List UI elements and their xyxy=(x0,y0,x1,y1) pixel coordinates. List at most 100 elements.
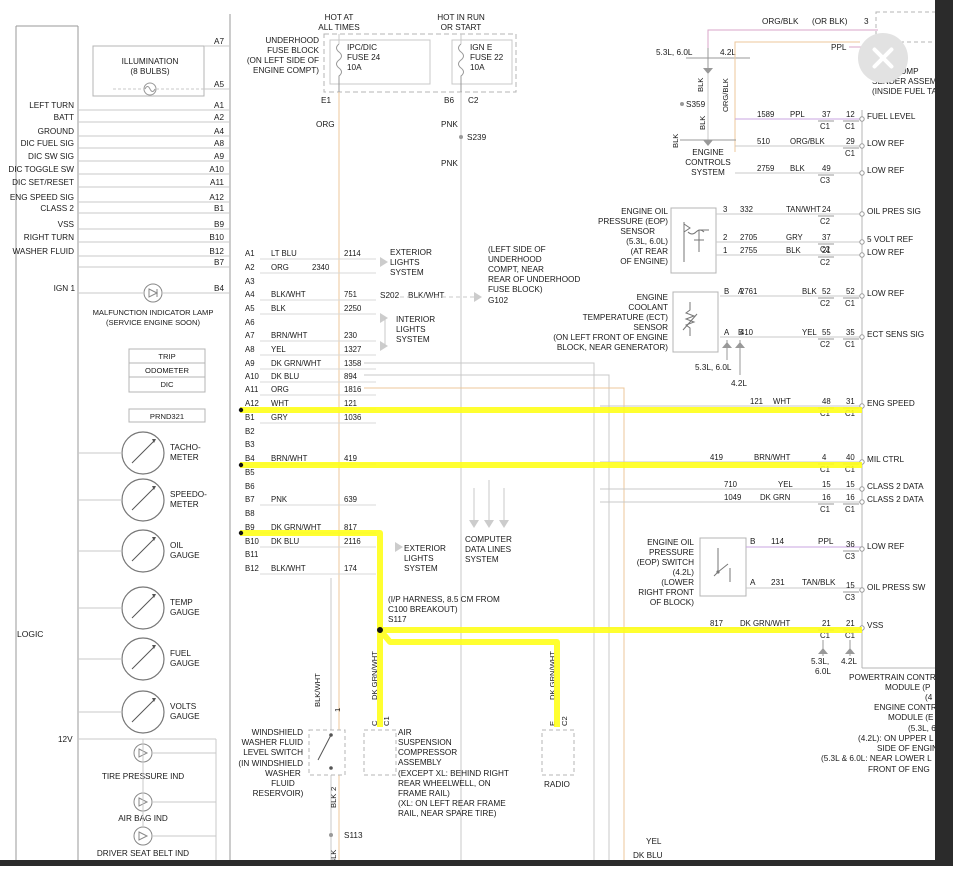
pcm-conn2: C1 xyxy=(845,409,855,418)
cdl-arrows xyxy=(469,520,509,528)
conn-color: PNK xyxy=(271,495,288,504)
pcm-function: LOW REF xyxy=(867,542,904,551)
left-pin-id: B12 xyxy=(209,247,224,256)
sensor-pin: 3 xyxy=(723,205,727,214)
gauge-label-1: SPEEDO- xyxy=(170,490,207,499)
conn-color: LT BLU xyxy=(271,249,297,258)
display-dic: DIC xyxy=(160,380,174,389)
conn-pin: B2 xyxy=(245,427,255,436)
pcm-function: CLASS 2 DATA xyxy=(867,495,924,504)
conn-pin: B12 xyxy=(245,564,259,573)
left-pin-label: BATT xyxy=(54,113,74,122)
conn-color: DK GRN/WHT xyxy=(271,523,321,532)
pcm-pin: 48 xyxy=(822,397,831,406)
top-v1: 5.3L, 6.0L xyxy=(656,48,693,57)
pcm-function: LOW REF xyxy=(867,289,904,298)
left-pin-label: DIC TOGGLE SW xyxy=(8,165,74,174)
fb-side-l1: UNDERHOOD xyxy=(265,36,319,45)
pcm-circuit: 419 xyxy=(710,453,723,462)
fuse-22-icon xyxy=(458,43,464,94)
ect-v1: 5.3L, 6.0L xyxy=(695,363,732,372)
conn-color: ORG xyxy=(271,385,289,394)
air-conn: C1 xyxy=(382,716,391,726)
left-pin-label: RIGHT TURN xyxy=(24,233,74,242)
conn-color: BRN/WHT xyxy=(271,454,308,463)
left-pin-label: VSS xyxy=(58,220,75,229)
highlight-vss xyxy=(240,530,862,727)
pcm-conn: C2 xyxy=(820,217,830,226)
top-orgblk-v: ORG/BLK xyxy=(721,78,730,112)
washer-l7: RESERVOIR) xyxy=(253,789,304,798)
yel-bottom: YEL xyxy=(646,837,662,846)
pcm-circuit: 2755 xyxy=(740,246,758,255)
conn-pin: B8 xyxy=(245,509,255,518)
pcm-pin: 52 xyxy=(822,287,831,296)
uh-note-l1: (LEFT SIDE OF xyxy=(488,245,546,254)
conn-color: GRY xyxy=(271,413,289,422)
s117-splice xyxy=(377,627,383,633)
pcm-color: TAN/WHT xyxy=(786,205,821,214)
washer-l3: LEVEL SWITCH xyxy=(243,748,303,757)
close-button[interactable] xyxy=(858,33,908,83)
pcm-pin2: 31 xyxy=(846,397,855,406)
sensor-pin2: A xyxy=(724,328,730,337)
conn-circuit: 2114 xyxy=(344,249,361,258)
air-l2: SUSPENSION xyxy=(398,738,452,747)
gauge-label-2: GAUGE xyxy=(170,712,200,721)
pcm-circuit: 1049 xyxy=(724,493,741,502)
illumination-sub: (8 BULBS) xyxy=(130,67,169,76)
left-pin-id: B4 xyxy=(214,284,224,293)
conn-pin: B4 xyxy=(245,454,255,463)
left-pin-label: LEFT TURN xyxy=(29,101,74,110)
conn-color: WHT xyxy=(271,399,289,408)
ecs-l2: CONTROLS xyxy=(685,158,731,167)
top-orgblk: ORG/BLK xyxy=(762,17,799,26)
s202-color: BLK/WHT xyxy=(408,291,444,300)
conn-pin: A3 xyxy=(245,277,255,286)
pcm-circuit: 1589 xyxy=(757,110,774,119)
eops-l1: ENGINE OIL xyxy=(647,538,694,547)
ext1-l1: EXTERIOR xyxy=(390,248,432,257)
middle-systems: EXTERIOR LIGHTS SYSTEM (LEFT SIDE OF UND… xyxy=(238,245,663,866)
display-odometer: ODOMETER xyxy=(145,366,189,375)
conn-color: BRN/WHT xyxy=(271,331,308,340)
highlighted-circuits xyxy=(238,407,862,727)
prndl-box xyxy=(128,408,206,423)
ground-arrow-icon xyxy=(474,292,482,302)
pcm-conn: C2 xyxy=(820,245,830,254)
conn-color: YEL xyxy=(271,345,286,354)
conn-pin: A10 xyxy=(245,372,260,381)
hot-at-l1: HOT AT xyxy=(325,13,354,22)
pcm-circuit: 710 xyxy=(724,480,738,489)
pcm-pin: 21 xyxy=(822,246,831,255)
int-l2: LIGHTS xyxy=(396,325,426,334)
pcm-color: YEL xyxy=(778,480,793,489)
pcm-conn: C1 xyxy=(820,505,830,514)
left-pin-id: A11 xyxy=(210,178,224,187)
cdl-l2: DATA LINES xyxy=(465,545,512,554)
pcm-pin2: 16 xyxy=(846,493,855,502)
conn-pin: A2 xyxy=(245,263,255,272)
conn-circuit: 1327 xyxy=(344,345,361,354)
conn-circuit: 1036 xyxy=(344,413,361,422)
left-pin-id: B1 xyxy=(214,204,224,213)
top-blk3: BLK xyxy=(698,116,707,130)
pcm-function: VSS xyxy=(867,621,884,630)
conn-circuit: 2340 xyxy=(312,263,330,272)
pcm-conn2: C1 xyxy=(845,465,855,474)
pcm-pin: 21 xyxy=(822,619,831,628)
left-pin-label: DIC SW SIG xyxy=(28,152,74,161)
pcm-pin: 49 xyxy=(822,164,831,173)
left-pin-label: ENG SPEED SIG xyxy=(10,193,74,202)
conn-pin: A11 xyxy=(245,385,258,394)
ect-l1: ENGINE xyxy=(637,293,669,302)
conn-circuit: 817 xyxy=(344,523,357,532)
eops-color1: PPL xyxy=(818,537,834,546)
pcm-conn2: C3 xyxy=(845,552,855,561)
conn-pin: B11 xyxy=(245,550,258,559)
air-l8: (XL: ON LEFT REAR FRAME xyxy=(398,799,506,808)
bulb-icon xyxy=(113,82,204,96)
fb-b6: B6 xyxy=(444,96,454,105)
fb-pnk2: PNK xyxy=(441,159,458,168)
